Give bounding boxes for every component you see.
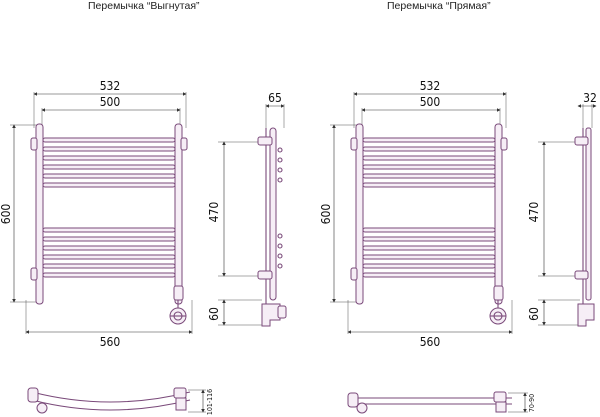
left-rail-left: [35, 123, 44, 305]
dim-top-right: 70-90: [528, 394, 536, 412]
dim-top-left: 101-116: [206, 389, 214, 415]
left-front-view: 532 500 600 560: [0, 79, 193, 349]
right-side-view: 32 470 60: [527, 91, 597, 327]
left-top-view: 101-116: [27, 387, 214, 415]
dim-500-right: 500: [420, 95, 441, 109]
right-front-view: 532 500 600 560: [319, 79, 513, 349]
dim-560-right: 560: [420, 335, 441, 349]
left-rungs-upper: [42, 137, 176, 188]
title-right: Перемычка “Прямая”: [387, 0, 491, 12]
right-rungs-upper: [362, 137, 496, 188]
right-valve: [489, 285, 507, 325]
right-rungs-lower: [362, 227, 496, 278]
dim-32-right: 32: [583, 91, 597, 105]
left-rail-right: [174, 123, 183, 305]
dim-470-right: 470: [527, 202, 541, 223]
dim-532-left: 532: [100, 79, 121, 93]
dim-60-left: 60: [207, 307, 221, 321]
dim-65-left: 65: [268, 91, 282, 105]
dim-560-left: 560: [100, 335, 121, 349]
left-rungs-lower: [42, 227, 176, 278]
left-valve: [169, 285, 187, 325]
dim-60-right: 60: [527, 307, 541, 321]
right-top-view: 70-90: [347, 391, 536, 414]
dim-532-right: 532: [420, 79, 441, 93]
dim-500-left: 500: [100, 95, 121, 109]
dim-600-left: 600: [0, 204, 13, 225]
right-rail-left: [355, 123, 364, 305]
dim-470-left: 470: [207, 202, 221, 223]
title-left: Перемычка “Выгнутая”: [88, 0, 200, 12]
right-rail-right: [494, 123, 503, 305]
dim-600-right: 600: [319, 204, 333, 225]
left-side-view: 65 470 60: [207, 91, 287, 327]
